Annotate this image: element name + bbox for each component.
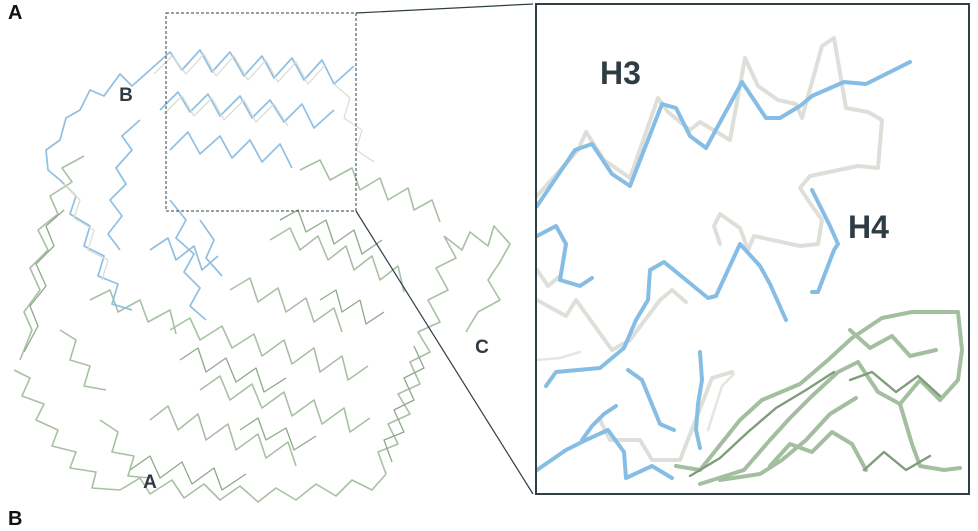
green-trace-zoom (674, 310, 964, 486)
overview-structure (13, 49, 511, 503)
white-overlay-trace (63, 53, 375, 281)
connector-line-top (355, 3, 534, 14)
helix-label-h4: H4 (848, 209, 889, 245)
zoom-panel-structure (537, 36, 964, 486)
chain-label-b: B (119, 85, 133, 106)
helix-label-h3: H3 (600, 55, 641, 91)
green-trace-zoom-dark (688, 370, 942, 478)
connector-line-bottom (355, 210, 534, 495)
white-trace-zoom (537, 36, 884, 462)
green-subunit-trace (13, 155, 511, 503)
chain-label-c: C (475, 337, 489, 358)
panel-label-a: A (8, 2, 23, 24)
zoom-panel-frame (535, 3, 970, 495)
green-subunit-trace-dark (23, 209, 425, 491)
zoom-region-box (165, 12, 357, 212)
blue-subunit-trace (45, 49, 355, 321)
blue-trace-zoom (537, 60, 912, 480)
white-overlay-zoom (537, 350, 736, 432)
chain-label-a: A (143, 472, 157, 493)
